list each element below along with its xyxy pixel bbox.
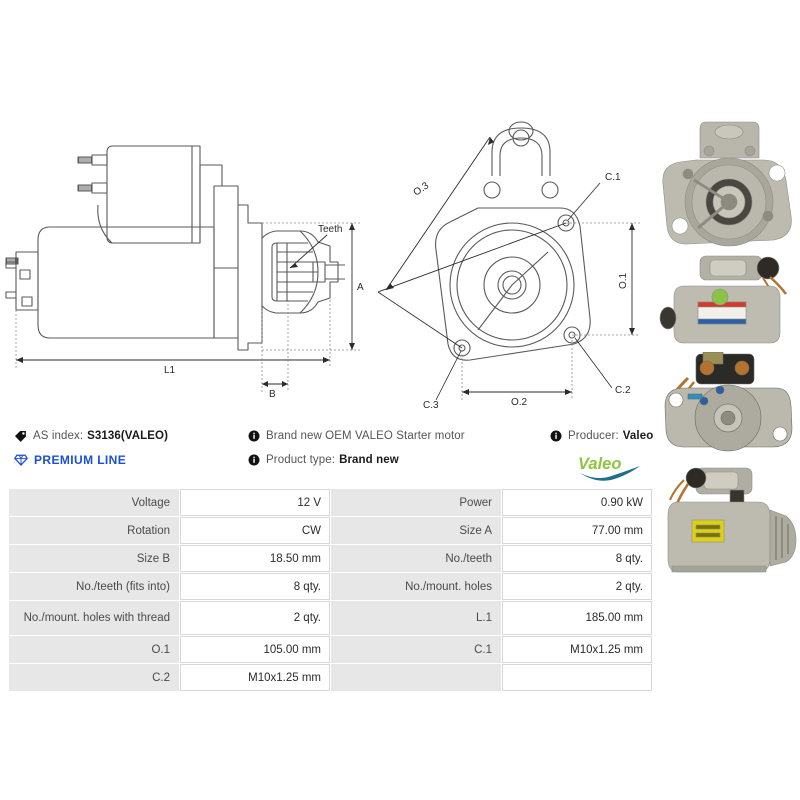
as-index-row: AS index: S3136(VALEO) <box>14 424 168 448</box>
table-row: Voltage 12 V Power 0.90 kW <box>9 489 652 516</box>
premium-line-label: PREMIUM LINE <box>34 453 127 467</box>
spec-label: No./mount. holes with thread <box>9 601 179 635</box>
spec-value <box>502 664 652 691</box>
label-o1: O.1 <box>618 272 629 289</box>
spec-value: 2 qty. <box>502 573 652 600</box>
product-type-label: Product type: <box>266 454 336 466</box>
spec-value: M10x1.25 mm <box>180 664 330 691</box>
table-row: No./mount. holes with thread 2 qty. L.1 … <box>9 601 652 635</box>
label-b: B <box>269 389 276 400</box>
product-type-value: Brand new <box>339 454 399 466</box>
valeo-logo-text: Valeo <box>578 455 621 473</box>
spec-value: 105.00 mm <box>180 636 330 663</box>
spec-label: No./teeth (fits into) <box>9 573 179 600</box>
description-row: Brand new OEM VALEO Starter motor <box>248 424 465 448</box>
label-c3: C.3 <box>423 400 439 411</box>
as-index-value: S3136(VALEO) <box>87 430 168 442</box>
spec-label: No./mount. holes <box>331 573 501 600</box>
table-row: Rotation CW Size A 77.00 mm <box>9 517 652 544</box>
spec-label: C.2 <box>9 664 179 691</box>
spec-value: 18.50 mm <box>180 545 330 572</box>
product-photo-full[interactable] <box>658 454 800 584</box>
as-index-label: AS index: <box>33 430 84 442</box>
premium-line-row: PREMIUM LINE <box>14 448 168 472</box>
spec-value: 8 qty. <box>502 545 652 572</box>
spec-label: O.1 <box>9 636 179 663</box>
product-type-row: Product type: Brand new <box>248 448 465 472</box>
label-teeth: Teeth <box>318 224 342 235</box>
info-icon <box>550 430 562 442</box>
specification-table-body: Voltage 12 V Power 0.90 kW Rotation CW S… <box>9 489 652 691</box>
info-column-index: AS index: S3136(VALEO) PREMIUM LINE <box>14 424 168 472</box>
label-o3: O.3 <box>412 180 432 198</box>
label-o2: O.2 <box>511 397 528 408</box>
spec-label: C.1 <box>331 636 501 663</box>
technical-drawings: Teeth A B L1 O.3 C.1 O.1 C.2 C.3 O.2 <box>5 121 640 411</box>
table-row: Size B 18.50 mm No./teeth 8 qty. <box>9 545 652 572</box>
spec-label: Rotation <box>9 517 179 544</box>
diamond-icon <box>14 453 28 467</box>
spec-label: Voltage <box>9 489 179 516</box>
producer-label: Producer: <box>568 430 619 442</box>
spec-value: 0.90 kW <box>502 489 652 516</box>
table-row: O.1 105.00 mm C.1 M10x1.25 mm <box>9 636 652 663</box>
valeo-brand-logo: Valeo <box>578 455 640 481</box>
spec-value: 12 V <box>180 489 330 516</box>
label-c2: C.2 <box>615 385 631 396</box>
product-photo-side[interactable] <box>658 250 800 350</box>
info-icon <box>248 430 260 442</box>
valeo-swoosh-icon <box>580 466 640 481</box>
spec-value: CW <box>180 517 330 544</box>
producer-value: Valeo <box>622 430 654 442</box>
label-l1: L1 <box>164 365 176 376</box>
product-photo-solenoid[interactable] <box>658 352 800 452</box>
spec-label: Power <box>331 489 501 516</box>
spec-value: 2 qty. <box>180 601 330 635</box>
table-row: No./teeth (fits into) 8 qty. No./mount. … <box>9 573 652 600</box>
spec-value: 77.00 mm <box>502 517 652 544</box>
producer-row: Producer: Valeo <box>550 424 653 448</box>
spec-value: 8 qty. <box>180 573 330 600</box>
specification-table: Voltage 12 V Power 0.90 kW Rotation CW S… <box>8 488 653 692</box>
spec-value: 185.00 mm <box>502 601 652 635</box>
spec-label: Size B <box>9 545 179 572</box>
info-column-description: Brand new OEM VALEO Starter motor Produc… <box>248 424 465 472</box>
label-a: A <box>357 282 364 293</box>
table-row: C.2 M10x1.25 mm <box>9 664 652 691</box>
spec-label: L.1 <box>331 601 501 635</box>
label-c1: C.1 <box>605 172 621 183</box>
spec-label: Size A <box>331 517 501 544</box>
spec-value: M10x1.25 mm <box>502 636 652 663</box>
spec-label <box>331 664 501 691</box>
spec-label: No./teeth <box>331 545 501 572</box>
info-icon <box>248 454 260 466</box>
product-photo-gallery <box>658 118 800 688</box>
product-photo-front[interactable] <box>658 118 800 248</box>
product-info-bar: AS index: S3136(VALEO) PREMIUM LINE <box>0 424 660 486</box>
description-text: Brand new OEM VALEO Starter motor <box>266 430 465 442</box>
info-column-producer: Producer: Valeo <box>550 424 653 448</box>
tag-icon <box>14 430 27 443</box>
